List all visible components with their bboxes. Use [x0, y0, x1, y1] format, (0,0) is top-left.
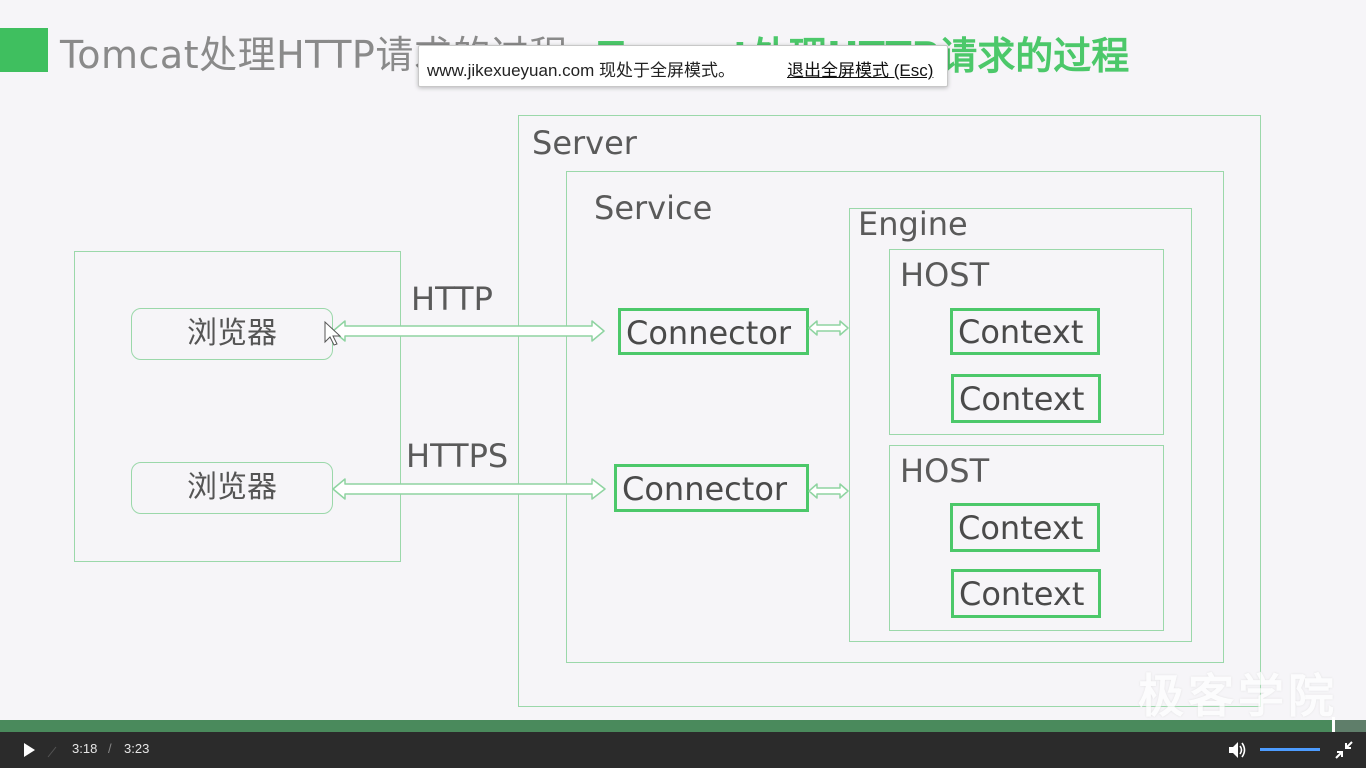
service-box: [566, 171, 1224, 663]
double-arrow-https: [332, 478, 606, 500]
browser-box-bottom: 浏览器: [131, 462, 333, 514]
title-accent-block: [0, 28, 48, 72]
mouse-cursor-icon: [324, 320, 342, 346]
exit-fullscreen-icon: [1335, 741, 1353, 759]
engine-label: Engine: [858, 205, 968, 243]
context-box: Context: [951, 374, 1101, 423]
fullscreen-notice-message: www.jikexueyuan.com 现处于全屏模式。: [427, 61, 735, 80]
host-box-bottom: [889, 445, 1164, 631]
volume-icon: [1229, 742, 1246, 758]
context-label: Context: [958, 313, 1084, 351]
fullscreen-notice: www.jikexueyuan.com 现处于全屏模式。 退出全屏模式 (Esc…: [418, 45, 948, 87]
exit-fullscreen-button[interactable]: [1333, 739, 1355, 761]
double-arrow-connector-engine-top: [808, 320, 849, 336]
connector-box-bottom: Connector: [614, 464, 809, 512]
connector-box-top: Connector: [618, 308, 809, 355]
protocol-label-http: HTTP: [411, 280, 493, 318]
context-label: Context: [959, 380, 1085, 418]
host-label: HOST: [900, 256, 990, 294]
client-box: [74, 251, 401, 562]
play-button[interactable]: [18, 738, 40, 762]
play-divider: [46, 743, 58, 758]
progress-handle[interactable]: [1332, 717, 1335, 735]
progress-bar-fill: [0, 720, 1332, 732]
current-time: 3:18: [72, 741, 98, 756]
context-box: Context: [950, 308, 1100, 355]
context-box: Context: [951, 569, 1101, 618]
connector-label: Connector: [626, 314, 792, 352]
context-label: Context: [958, 509, 1084, 547]
connector-label: Connector: [622, 470, 788, 508]
context-label: Context: [959, 575, 1085, 613]
time-separator: /: [108, 741, 112, 756]
host-box-top: [889, 249, 1164, 435]
watermark-logo: 极客学院: [1138, 669, 1338, 723]
play-icon: [24, 743, 35, 757]
server-box: [518, 115, 1261, 707]
double-arrow-http: [332, 320, 605, 342]
server-label: Server: [532, 124, 637, 162]
volume-button[interactable]: [1226, 739, 1248, 761]
service-label: Service: [594, 189, 713, 227]
protocol-label-https: HTTPS: [406, 437, 509, 475]
double-arrow-connector-engine-bottom: [808, 483, 849, 499]
duration: 3:23: [124, 741, 150, 756]
volume-slider-fill: [1260, 748, 1320, 751]
engine-box: [849, 208, 1192, 642]
player-control-bar: [0, 732, 1366, 768]
context-box: Context: [950, 503, 1100, 552]
exit-fullscreen-link[interactable]: 退出全屏模式 (Esc): [787, 61, 934, 80]
host-label: HOST: [900, 452, 990, 490]
